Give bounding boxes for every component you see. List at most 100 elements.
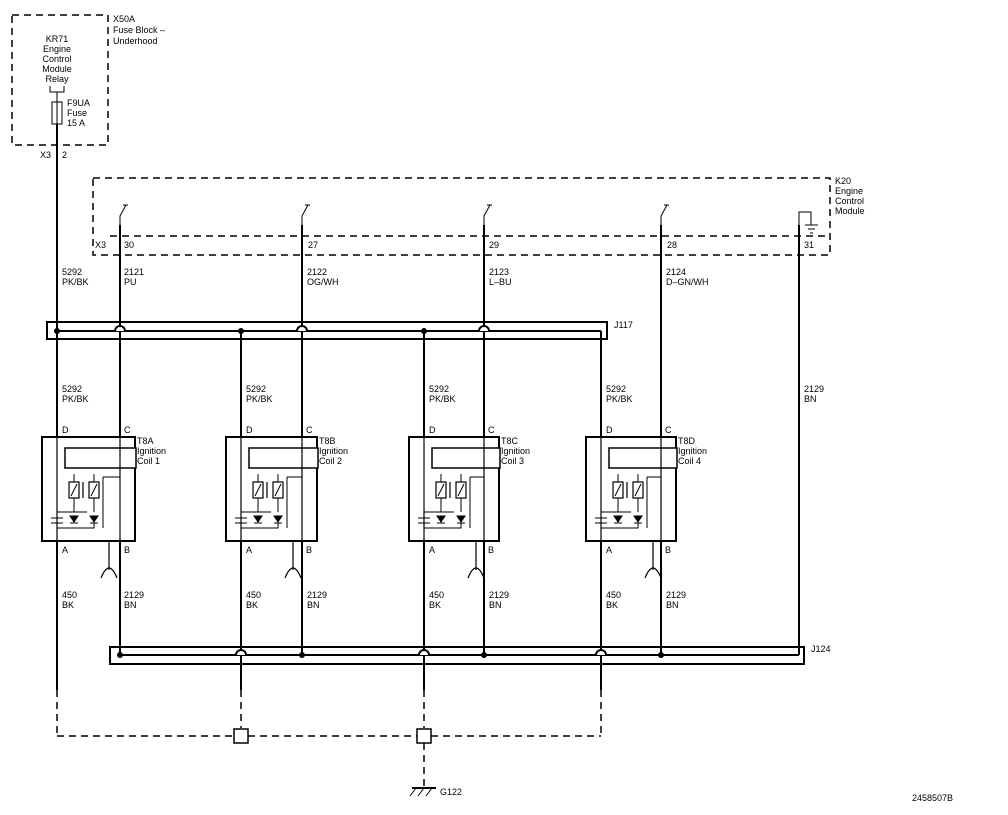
capacitor-icon [235, 517, 279, 529]
svg-text:450: 450 [62, 590, 77, 600]
fuse-rating: 15 A [67, 118, 85, 128]
svg-text:BN: BN [666, 600, 679, 610]
diode-icon [436, 515, 446, 524]
coil-pin-d: D [606, 425, 613, 435]
svg-text:2121: 2121 [124, 267, 144, 277]
ecm-connector: X3 [95, 240, 106, 250]
svg-text:Control: Control [42, 54, 71, 64]
spark-plug-icon [644, 567, 662, 579]
diode-icon [253, 515, 263, 524]
ecm-id: K20 [835, 176, 851, 186]
svg-text:2123: 2123 [489, 267, 509, 277]
diode-icon [69, 515, 79, 524]
coil-pin-b: B [306, 545, 312, 555]
capacitor-icon [51, 517, 95, 529]
coil-pin-a: A [246, 545, 252, 555]
diode-icon [613, 515, 623, 524]
splice-lower-label: J124 [811, 644, 831, 654]
svg-text:PK/BK: PK/BK [246, 394, 273, 404]
svg-text:Module: Module [835, 206, 865, 216]
coil-num: Coil 3 [501, 456, 524, 466]
feed-wire-color: PK/BK [62, 277, 89, 287]
spark-plug-icon [100, 567, 118, 579]
control-wire-labels: 2121 PU 2122 OG/WH 2123 L–BU 2124 D–GN/W… [124, 267, 709, 287]
svg-text:2124: 2124 [666, 267, 686, 277]
coil-name: Ignition [501, 446, 530, 456]
splice-pack-icon [416, 728, 432, 744]
coil-name: Ignition [319, 446, 348, 456]
coil-num: Coil 1 [137, 456, 160, 466]
coil-id: T8D [678, 436, 696, 446]
coil-driver-icon [64, 447, 137, 469]
ground-return-circuit: 2129 [804, 384, 824, 394]
ecm-pin: 30 [124, 240, 134, 250]
feed-wire-circuit: 5292 [62, 267, 82, 277]
ground-return-color: BN [804, 394, 817, 404]
svg-text:Control: Control [835, 196, 864, 206]
fuse-block-connector: X50A [113, 14, 135, 24]
ecm-driver-switch-icon [483, 204, 492, 225]
svg-text:5292: 5292 [62, 384, 82, 394]
coil-pin-a: A [62, 545, 68, 555]
coil-num: Coil 2 [319, 456, 342, 466]
coil-id: T8C [501, 436, 519, 446]
coil-id: T8A [137, 436, 154, 446]
ecm-ground-icon [798, 211, 818, 234]
svg-text:Engine: Engine [43, 44, 71, 54]
svg-text:PK/BK: PK/BK [62, 394, 89, 404]
svg-text:5292: 5292 [429, 384, 449, 394]
coil-driver-icon [608, 447, 678, 469]
svg-text:BK: BK [429, 600, 441, 610]
svg-text:PU: PU [124, 277, 137, 287]
svg-text:2129: 2129 [489, 590, 509, 600]
svg-text:5292: 5292 [606, 384, 626, 394]
coil-driver-icon [431, 447, 501, 469]
relay-label: KR71 Engine Control Module Relay [42, 34, 72, 84]
splice-upper-label: J117 [614, 320, 633, 330]
svg-text:2129: 2129 [124, 590, 144, 600]
coil-pin-c: C [124, 425, 131, 435]
svg-text:450: 450 [606, 590, 621, 600]
spark-plug-icon [467, 567, 485, 579]
capacitor-icon [595, 517, 639, 529]
svg-text:Relay: Relay [45, 74, 69, 84]
spark-plug-icon [284, 567, 302, 579]
ecm-driver-switch-icon [119, 204, 128, 225]
svg-text:PK/BK: PK/BK [429, 394, 456, 404]
diagram-id: 2458507B [912, 793, 953, 803]
coil-pin-b: B [124, 545, 130, 555]
svg-text:L–BU: L–BU [489, 277, 512, 287]
fuse-id: F9UA [67, 98, 90, 108]
coil-num: Coil 4 [678, 456, 701, 466]
svg-text:2122: 2122 [307, 267, 327, 277]
coil-pin-d: D [429, 425, 436, 435]
capacitor-icon [418, 517, 462, 529]
coil-pin-b: B [665, 545, 671, 555]
svg-text:BK: BK [246, 600, 258, 610]
svg-text:2129: 2129 [666, 590, 686, 600]
ecm-pin: 27 [308, 240, 318, 250]
ground-label: G122 [440, 787, 462, 797]
coil-pin-d: D [246, 425, 253, 435]
svg-text:OG/WH: OG/WH [307, 277, 339, 287]
ecm-driver-switch-icon [301, 204, 310, 225]
svg-text:Engine: Engine [835, 186, 863, 196]
ecm-pin: 31 [804, 240, 814, 250]
coil-id: T8B [319, 436, 336, 446]
splice-j124: J124 [109, 644, 831, 665]
svg-text:PK/BK: PK/BK [606, 394, 633, 404]
coil-name: Ignition [678, 446, 707, 456]
fuse-out-connector: X3 [40, 150, 51, 160]
coil-pin-c: C [488, 425, 495, 435]
fuse-block-title-2: Underhood [113, 36, 158, 46]
svg-text:Module: Module [42, 64, 72, 74]
svg-text:450: 450 [246, 590, 261, 600]
